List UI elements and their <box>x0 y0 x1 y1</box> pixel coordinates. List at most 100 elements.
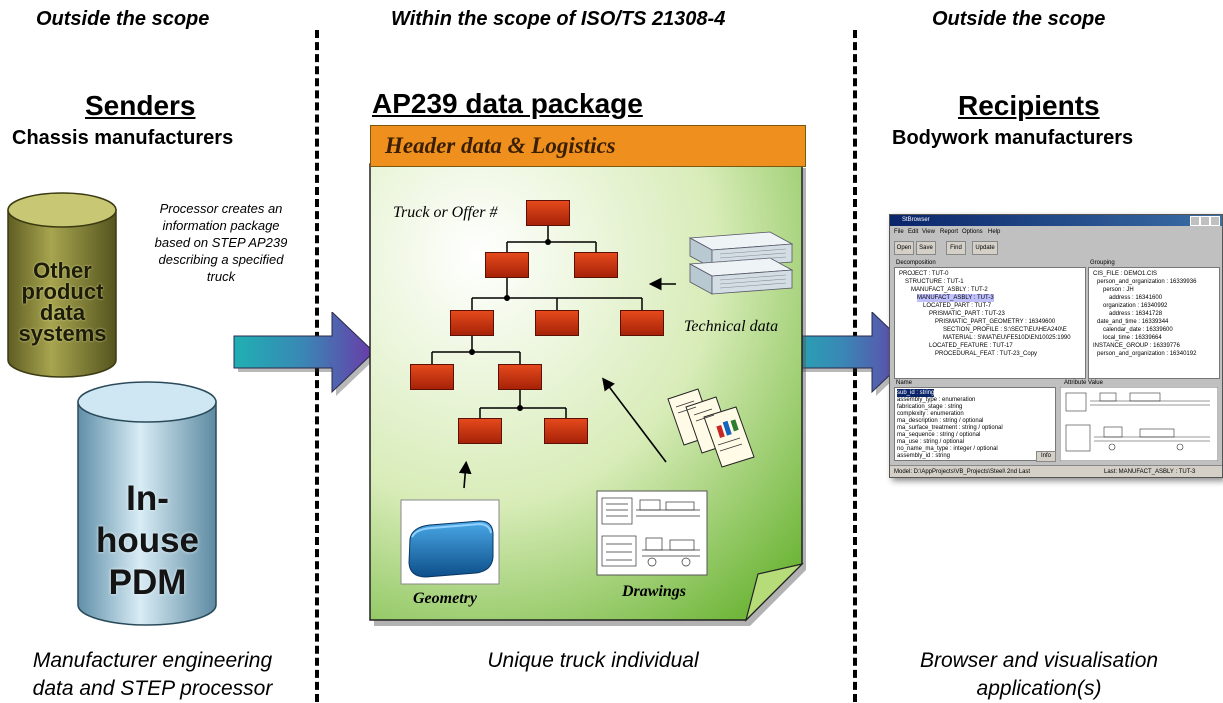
tree-node <box>458 418 502 444</box>
tree-item[interactable]: organization : 16340992 <box>1103 303 1168 309</box>
tree-item[interactable]: CIS_FILE : DEMO1.CIS <box>1093 271 1158 277</box>
window-maximize-icon[interactable] <box>1200 216 1210 226</box>
package-pointer-arrows <box>458 277 676 489</box>
senders-title: Senders <box>85 90 196 121</box>
tree-item[interactable]: STRUCTURE : TUT-1 <box>905 279 964 285</box>
tree-item[interactable]: calendar_date : 16339600 <box>1103 327 1173 333</box>
status-model-path: Model: D:\AppProjects\VB_Projects\Steel\… <box>894 469 1031 475</box>
grouping-pane-header: Grouping <box>1090 260 1115 266</box>
attribute-row[interactable]: ma_use : string / optional <box>897 439 965 445</box>
tree-item[interactable]: PROJECT : TUT-0 <box>899 271 949 277</box>
tree-item[interactable]: local_time : 16339664 <box>1103 335 1162 341</box>
technical-data-label: Technical data <box>684 318 779 335</box>
tree-item[interactable]: PROCEDURAL_FEAT : TUT-23_Copy <box>935 351 1038 357</box>
package-header-bar: Header data & Logistics <box>370 125 806 167</box>
processor-note: Processor creates an information package… <box>140 200 302 285</box>
cylinder-label-line: systems <box>18 321 107 346</box>
drawings-label: Drawings <box>622 583 687 600</box>
tree-item[interactable]: date_and_time : 16339344 <box>1097 319 1169 325</box>
tree-item[interactable]: person_and_organization : 16339936 <box>1097 279 1197 285</box>
footer-line: Browser and visualisation <box>919 649 1159 672</box>
senders-footer: Manufacturer engineering data and STEP p… <box>0 647 305 703</box>
scope-center-label: Within the scope of ISO/TS 21308-4 <box>391 8 726 30</box>
cylinder-label-line: PDM <box>108 563 187 602</box>
tree-item[interactable]: PRISMATIC_PART : TUT-23 <box>929 311 1005 317</box>
decomposition-pane-header: Decomposition <box>896 260 936 266</box>
tree-item[interactable]: person : JH <box>1103 287 1134 293</box>
recipients-title: Recipients <box>958 90 1100 121</box>
toolbar-update-button[interactable]: Update <box>972 241 998 255</box>
status-last-item: Last: MANUFACT_ASBLY : TUT-3 <box>1104 469 1196 475</box>
grouping-tree[interactable]: CIS_FILE : DEMO1.CIS person_and_organiza… <box>1088 267 1220 379</box>
info-button[interactable]: Info <box>1036 451 1056 462</box>
scope-left-label: Outside the scope <box>36 8 210 30</box>
menu-view[interactable]: View <box>922 229 935 235</box>
tree-item[interactable]: address : 16341728 <box>1109 311 1163 317</box>
tree-item[interactable]: LOCATED_PART : TUT-7 <box>923 303 992 309</box>
arrow-to-package <box>233 312 378 396</box>
package-footer: Unique truck individual <box>487 649 699 672</box>
tree-node <box>535 310 579 336</box>
attribute-row[interactable]: fabrication_stage : string <box>897 404 963 410</box>
browser-toolbar: Open Save Find Update <box>894 239 1220 255</box>
tree-item[interactable]: MANUFACT_ASBLY : TUT-2 <box>911 287 988 293</box>
attribute-row[interactable]: ma_description : string / optional <box>897 418 984 424</box>
in-house-pdm-cylinder <box>77 381 217 626</box>
in-house-pdm-label: In-house PDM <box>75 478 220 604</box>
drawings-thumbnail <box>596 490 708 576</box>
browser-statusbar: Model: D:\AppProjects\VB_Projects\Steel\… <box>890 465 1222 477</box>
tree-node <box>526 200 570 226</box>
toolbar-find-button[interactable]: Find <box>946 241 966 255</box>
attribute-list[interactable]: sub_id : string assembly_type : enumerat… <box>894 387 1056 461</box>
tree-node <box>620 310 664 336</box>
tree-item[interactable]: person_and_organization : 16340192 <box>1097 351 1197 357</box>
tree-item[interactable]: INSTANCE_GROUP : 16339776 <box>1093 343 1180 349</box>
processor-note-line: Processor creates an <box>159 201 283 216</box>
attribute-row[interactable]: ma_surface_treatment : string / optional <box>897 425 1003 431</box>
menu-edit[interactable]: Edit <box>908 229 919 235</box>
window-close-icon[interactable] <box>1210 216 1220 226</box>
tree-node <box>544 418 588 444</box>
decomposition-tree[interactable]: PROJECT : TUT-0 STRUCTURE : TUT-1 MANUFA… <box>894 267 1086 379</box>
tree-item-selected[interactable]: MANUFACT_ASBLY : TUT-3 <box>917 294 994 302</box>
menu-help[interactable]: Help <box>988 229 1001 235</box>
processor-note-line: describing a specified <box>158 252 284 267</box>
attribute-row[interactable]: no_name_ma_type : integer / optional <box>897 446 998 452</box>
documents-icon <box>667 388 755 468</box>
tree-node <box>485 252 529 278</box>
processor-note-line: information package <box>162 218 280 233</box>
tree-item[interactable]: MATERIAL : S\MAT\EU\FE510D\EN10025:1990 <box>943 335 1071 341</box>
footer-line: data and STEP processor <box>32 677 273 700</box>
tree-node <box>574 252 618 278</box>
footer-line: Manufacturer engineering <box>32 649 273 672</box>
package-title: AP239 data package <box>372 88 643 119</box>
attribute-row[interactable]: ma_sequence : string / optional <box>897 432 981 438</box>
cylinder-label-line: Other <box>33 258 92 283</box>
cylinder-label-line: product <box>21 279 104 304</box>
tree-item[interactable]: PRISMATIC_PART_GEOMETRY : 16349600 <box>935 319 1056 325</box>
tree-connectors <box>431 226 643 418</box>
recipients-footer: Browser and visualisation application(s) <box>870 647 1208 703</box>
toolbar-open-button[interactable]: Open <box>894 241 914 255</box>
toolbar-save-button[interactable]: Save <box>916 241 936 255</box>
cylinder-label-line: data <box>39 300 86 325</box>
attribute-row[interactable]: assembly_type : enumeration <box>897 397 976 403</box>
attribute-row[interactable]: complexity : enumeration <box>897 411 964 417</box>
tree-node <box>498 364 542 390</box>
footer-line: application(s) <box>976 677 1102 700</box>
attribute-row[interactable]: assembly_id : string <box>897 453 951 459</box>
tree-root-label: Truck or Offer # <box>393 204 498 221</box>
menu-options[interactable]: Options <box>962 229 983 235</box>
menu-file[interactable]: File <box>894 229 904 235</box>
attribute-row-selected[interactable]: sub_id : string <box>897 389 935 397</box>
attribute-name-header: Name <box>896 380 913 386</box>
other-systems-cylinder <box>7 192 117 378</box>
senders-subtitle: Chassis manufacturers <box>12 127 234 149</box>
window-minimize-icon[interactable] <box>1190 216 1200 226</box>
processor-note-line: truck <box>206 269 236 284</box>
geometry-thumbnail <box>400 499 500 585</box>
tree-item[interactable]: LOCATED_FEATURE : TUT-17 <box>929 343 1013 349</box>
menu-report[interactable]: Report <box>940 229 959 235</box>
tree-item[interactable]: SECTION_PROFILE : S:\SECT\EU\HEA240\E <box>943 327 1067 333</box>
tree-item[interactable]: address : 16341600 <box>1109 295 1163 301</box>
